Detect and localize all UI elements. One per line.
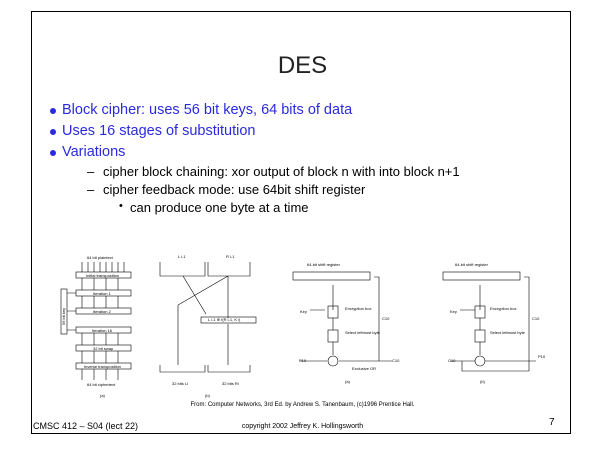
bullet: Variations [62,144,126,160]
svg-text:L i-1 ⊕ f(R i-1, K i): L i-1 ⊕ f(R i-1, K i) [208,317,241,322]
figure-des-structure: 64 bit plaintext Initial transposition I… [60,255,132,398]
svg-text:32 bits Li: 32 bits Li [172,381,188,386]
svg-text:32 bits Ri: 32 bits Ri [222,381,239,386]
svg-text:R i-1: R i-1 [226,254,235,259]
figure-des-iteration: L i-1 R i-1 L i-1 ⊕ f(R i-1, K i) 32 bit… [159,254,257,398]
svg-text:Iteration 2: Iteration 2 [93,309,112,314]
svg-text:(a): (a) [345,379,351,384]
bullet: Uses 16 stages of substitution [62,123,256,139]
footer-copyright: copyright 2002 Jeffrey K. Hollingsworth [241,423,364,430]
svg-text:Inverse transposition: Inverse transposition [84,364,121,369]
page-number: 7 [549,417,555,428]
svg-text:P10: P10 [538,354,546,359]
svg-text:64 bit ciphertext: 64 bit ciphertext [87,382,116,387]
svg-text:Select leftmost byte: Select leftmost byte [490,330,526,335]
svg-text:32 bit swap: 32 bit swap [93,346,114,351]
svg-text:Iteration 1: Iteration 1 [93,291,112,296]
svg-text:Key: Key [450,309,457,314]
bullet: Block cipher: uses 56 bit keys, 64 bits … [62,102,353,118]
svg-text:C10: C10 [448,358,456,363]
svg-text:64-bit shift register: 64-bit shift register [455,262,489,267]
svg-text:C10: C10 [392,358,400,363]
svg-text:Select leftmost byte: Select leftmost byte [345,330,381,335]
svg-text:P10: P10 [299,358,307,363]
figure-cfb-encrypt: 64-bit shift register Encryption box Key… [292,262,400,384]
svg-text:(a): (a) [100,393,106,398]
svg-text:Exclusive OR: Exclusive OR [352,366,376,371]
figure-cfb-decrypt: 64-bit shift register Encryption box Key… [442,262,546,384]
svg-text:Encryption box: Encryption box [490,306,516,311]
sub-bullet: cipher block chaining: xor output of blo… [87,164,460,179]
svg-text:L i-1: L i-1 [178,254,186,259]
svg-text:C10: C10 [532,316,540,321]
svg-text:Key: Key [300,309,307,314]
slide-frame [31,11,571,434]
svg-text:C10: C10 [382,316,390,321]
svg-text:64-bit shift register: 64-bit shift register [307,262,341,267]
footer-course: CMSC 412 – S04 (lect 22) [33,421,139,431]
svg-text:Iteration 16: Iteration 16 [92,328,113,333]
svg-text:Encryption box: Encryption box [345,306,371,311]
svg-text:64 bit plaintext: 64 bit plaintext [87,255,114,260]
svg-text:(b): (b) [480,379,486,384]
figure-credit: From: Computer Networks, 3rd Ed. by Andr… [190,402,415,408]
slide-title: DES [277,52,328,79]
svg-text:Initial transposition: Initial transposition [86,273,119,278]
sub-sub-bullet: can produce one byte at a time [119,200,308,215]
svg-text:56 bit key: 56 bit key [61,308,66,325]
svg-text:(b): (b) [205,393,211,398]
sub-bullet: cipher feedback mode: use 64bit shift re… [87,182,365,197]
